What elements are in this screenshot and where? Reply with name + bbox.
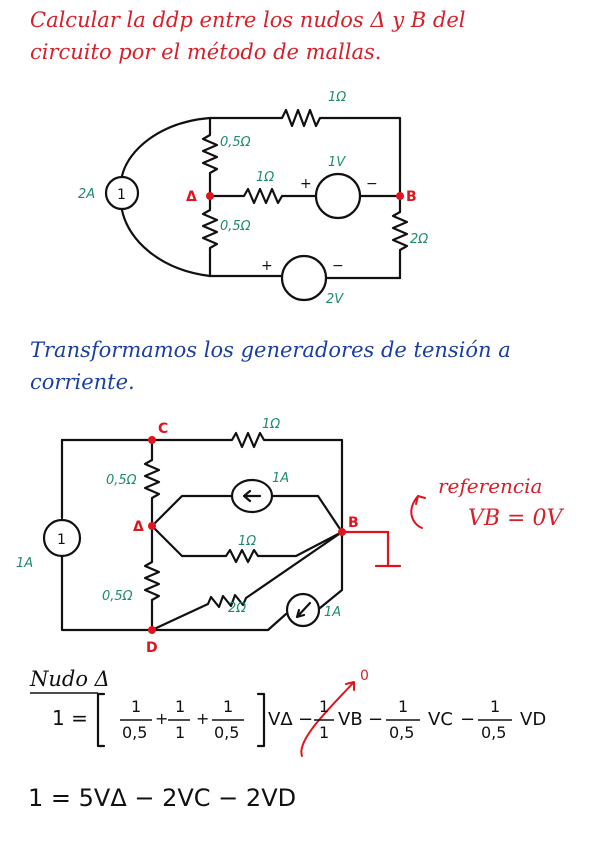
- eq-strike-arrow-icon: [300, 681, 355, 757]
- c2-lower-left-resistor: [143, 524, 161, 632]
- c1-right-resistor: [391, 194, 409, 280]
- c2-middle-resistor-branch: [150, 524, 344, 564]
- c1-r-middle-label: 1Ω: [256, 170, 274, 185]
- c2-reference-arrow-icon: [410, 495, 426, 529]
- eq-frac-6-den: 0,5: [481, 723, 507, 742]
- c1-lower-left-branch: [201, 194, 219, 278]
- c1-v-middle-label: 1V: [328, 155, 346, 170]
- eq-bracket-left: [96, 692, 106, 748]
- eq-frac-1-num: 1: [131, 697, 142, 716]
- c2-reference-label: referencia: [438, 474, 543, 498]
- eq-vb: VB: [338, 709, 363, 730]
- eq-minus-3: −: [460, 709, 476, 730]
- c2-node-a-label: Δ: [133, 519, 144, 535]
- c1-minus-bottom: −: [332, 258, 344, 274]
- c1-v-bottom-label: 2V: [326, 292, 344, 307]
- eq-zero: 0: [360, 668, 369, 684]
- transform-line-2: corriente.: [30, 370, 135, 394]
- c1-curve-bottom: [120, 208, 212, 278]
- problem-line-2: circuito por el método de mallas.: [30, 40, 382, 64]
- eq-lhs: 1 =: [52, 706, 88, 730]
- c2-cs-left-label: 1A: [16, 556, 33, 571]
- eq-frac-3-den: 0,5: [214, 723, 240, 742]
- eq-vd: VD: [520, 709, 547, 730]
- c2-r-middle-label: 1Ω: [238, 534, 256, 549]
- c2-ground-icon: [340, 530, 402, 568]
- c2-reference-value: VB = 0V: [468, 506, 563, 531]
- eq-bracket-right: [256, 692, 266, 748]
- c2-node-a-dot: [148, 522, 156, 530]
- eq-plus-1: +: [155, 709, 169, 728]
- c1-node-a-dot: [206, 192, 214, 200]
- c2-diagonal-resistor: [150, 530, 344, 632]
- c2-upper-left-resistor: [143, 438, 161, 528]
- c2-cs-lower-label: 1A: [324, 605, 341, 620]
- c2-node-d-label: D: [146, 640, 158, 656]
- eq-minus-2: −: [368, 709, 384, 730]
- c1-top-wire: [208, 108, 402, 198]
- eq-frac-2-num: 1: [175, 697, 186, 716]
- c2-r-top-label: 1Ω: [262, 417, 280, 432]
- c2-node-b-label: B: [348, 515, 359, 531]
- c2-node-d-dot: [148, 626, 156, 634]
- c1-current-source-symbol: 1: [117, 187, 126, 203]
- eq-frac-4-den: 1: [319, 723, 330, 742]
- c1-curve-top: [120, 116, 212, 178]
- c2-cs-upper-right-wire: [270, 494, 344, 534]
- eq-vc: VC: [428, 709, 453, 730]
- c2-top-wire: [60, 431, 344, 534]
- c2-right-wire: [318, 530, 344, 610]
- c1-r-right-label: 2Ω: [410, 232, 428, 247]
- problem-line-1: Calcular la ddp entre los nudos Δ y B de…: [30, 8, 466, 32]
- c2-node-b-dot: [338, 528, 346, 536]
- c1-node-b-label: B: [406, 189, 417, 205]
- c2-cs-lower-arrow-icon: [295, 601, 312, 619]
- c1-r-top-label: 1Ω: [328, 90, 346, 105]
- c2-cs-upper-left-wire: [150, 494, 234, 528]
- c2-current-source-lower: [285, 592, 321, 628]
- c2-r-lower-left-label: 0,5Ω: [102, 589, 133, 604]
- c1-voltage-source-middle: [314, 172, 362, 220]
- c2-cs-upper-label: 1A: [272, 471, 289, 486]
- eq-frac-5-num: 1: [398, 697, 409, 716]
- c2-r-diag-label: 2Ω: [228, 601, 246, 616]
- c1-plus-bottom: +: [261, 258, 273, 274]
- eq-frac-3-num: 1: [223, 697, 234, 716]
- eq-frac-1-den: 0,5: [122, 723, 148, 742]
- c1-minus-middle: −: [366, 176, 378, 192]
- eq-plus-2: +: [196, 709, 210, 728]
- c2-node-c-label: C: [158, 421, 168, 437]
- eq-frac-2-den: 1: [175, 723, 186, 742]
- eq-frac-5-den: 0,5: [389, 723, 415, 742]
- eq-title: Nudo Δ: [30, 667, 110, 691]
- c2-cs-upper-arrow-icon: [242, 489, 262, 503]
- c2-node-c-dot: [148, 436, 156, 444]
- eq-minus-1: −: [298, 709, 314, 730]
- c2-left-wire-bottom: [60, 554, 154, 632]
- c1-plus-middle: +: [300, 176, 312, 192]
- eq-frac-6-num: 1: [490, 697, 501, 716]
- eq-frac-4-num: 1: [319, 697, 330, 716]
- c1-current-source-label: 2A: [78, 187, 95, 202]
- transform-line-1: Transformamos los generadores de tensión…: [30, 338, 511, 362]
- c1-middle-branch: [208, 187, 318, 205]
- c2-r-upper-left-label: 0,5Ω: [106, 473, 137, 488]
- c1-current-source: [104, 175, 140, 211]
- c2-cs-left-symbol: 1: [57, 532, 66, 548]
- eq-simplified: 1 = 5VΔ − 2VC − 2VD: [28, 784, 297, 812]
- c1-node-b-dot: [396, 192, 404, 200]
- c1-node-a-label: Δ: [186, 189, 197, 205]
- c1-r-upper-left-label: 0,5Ω: [220, 135, 251, 150]
- eq-va: VΔ: [268, 709, 293, 730]
- c1-upper-left-branch: [201, 116, 219, 198]
- c1-r-lower-left-label: 0,5Ω: [220, 219, 251, 234]
- c1-voltage-source-bottom: [280, 254, 328, 302]
- c2-bottom-wire: [150, 612, 288, 632]
